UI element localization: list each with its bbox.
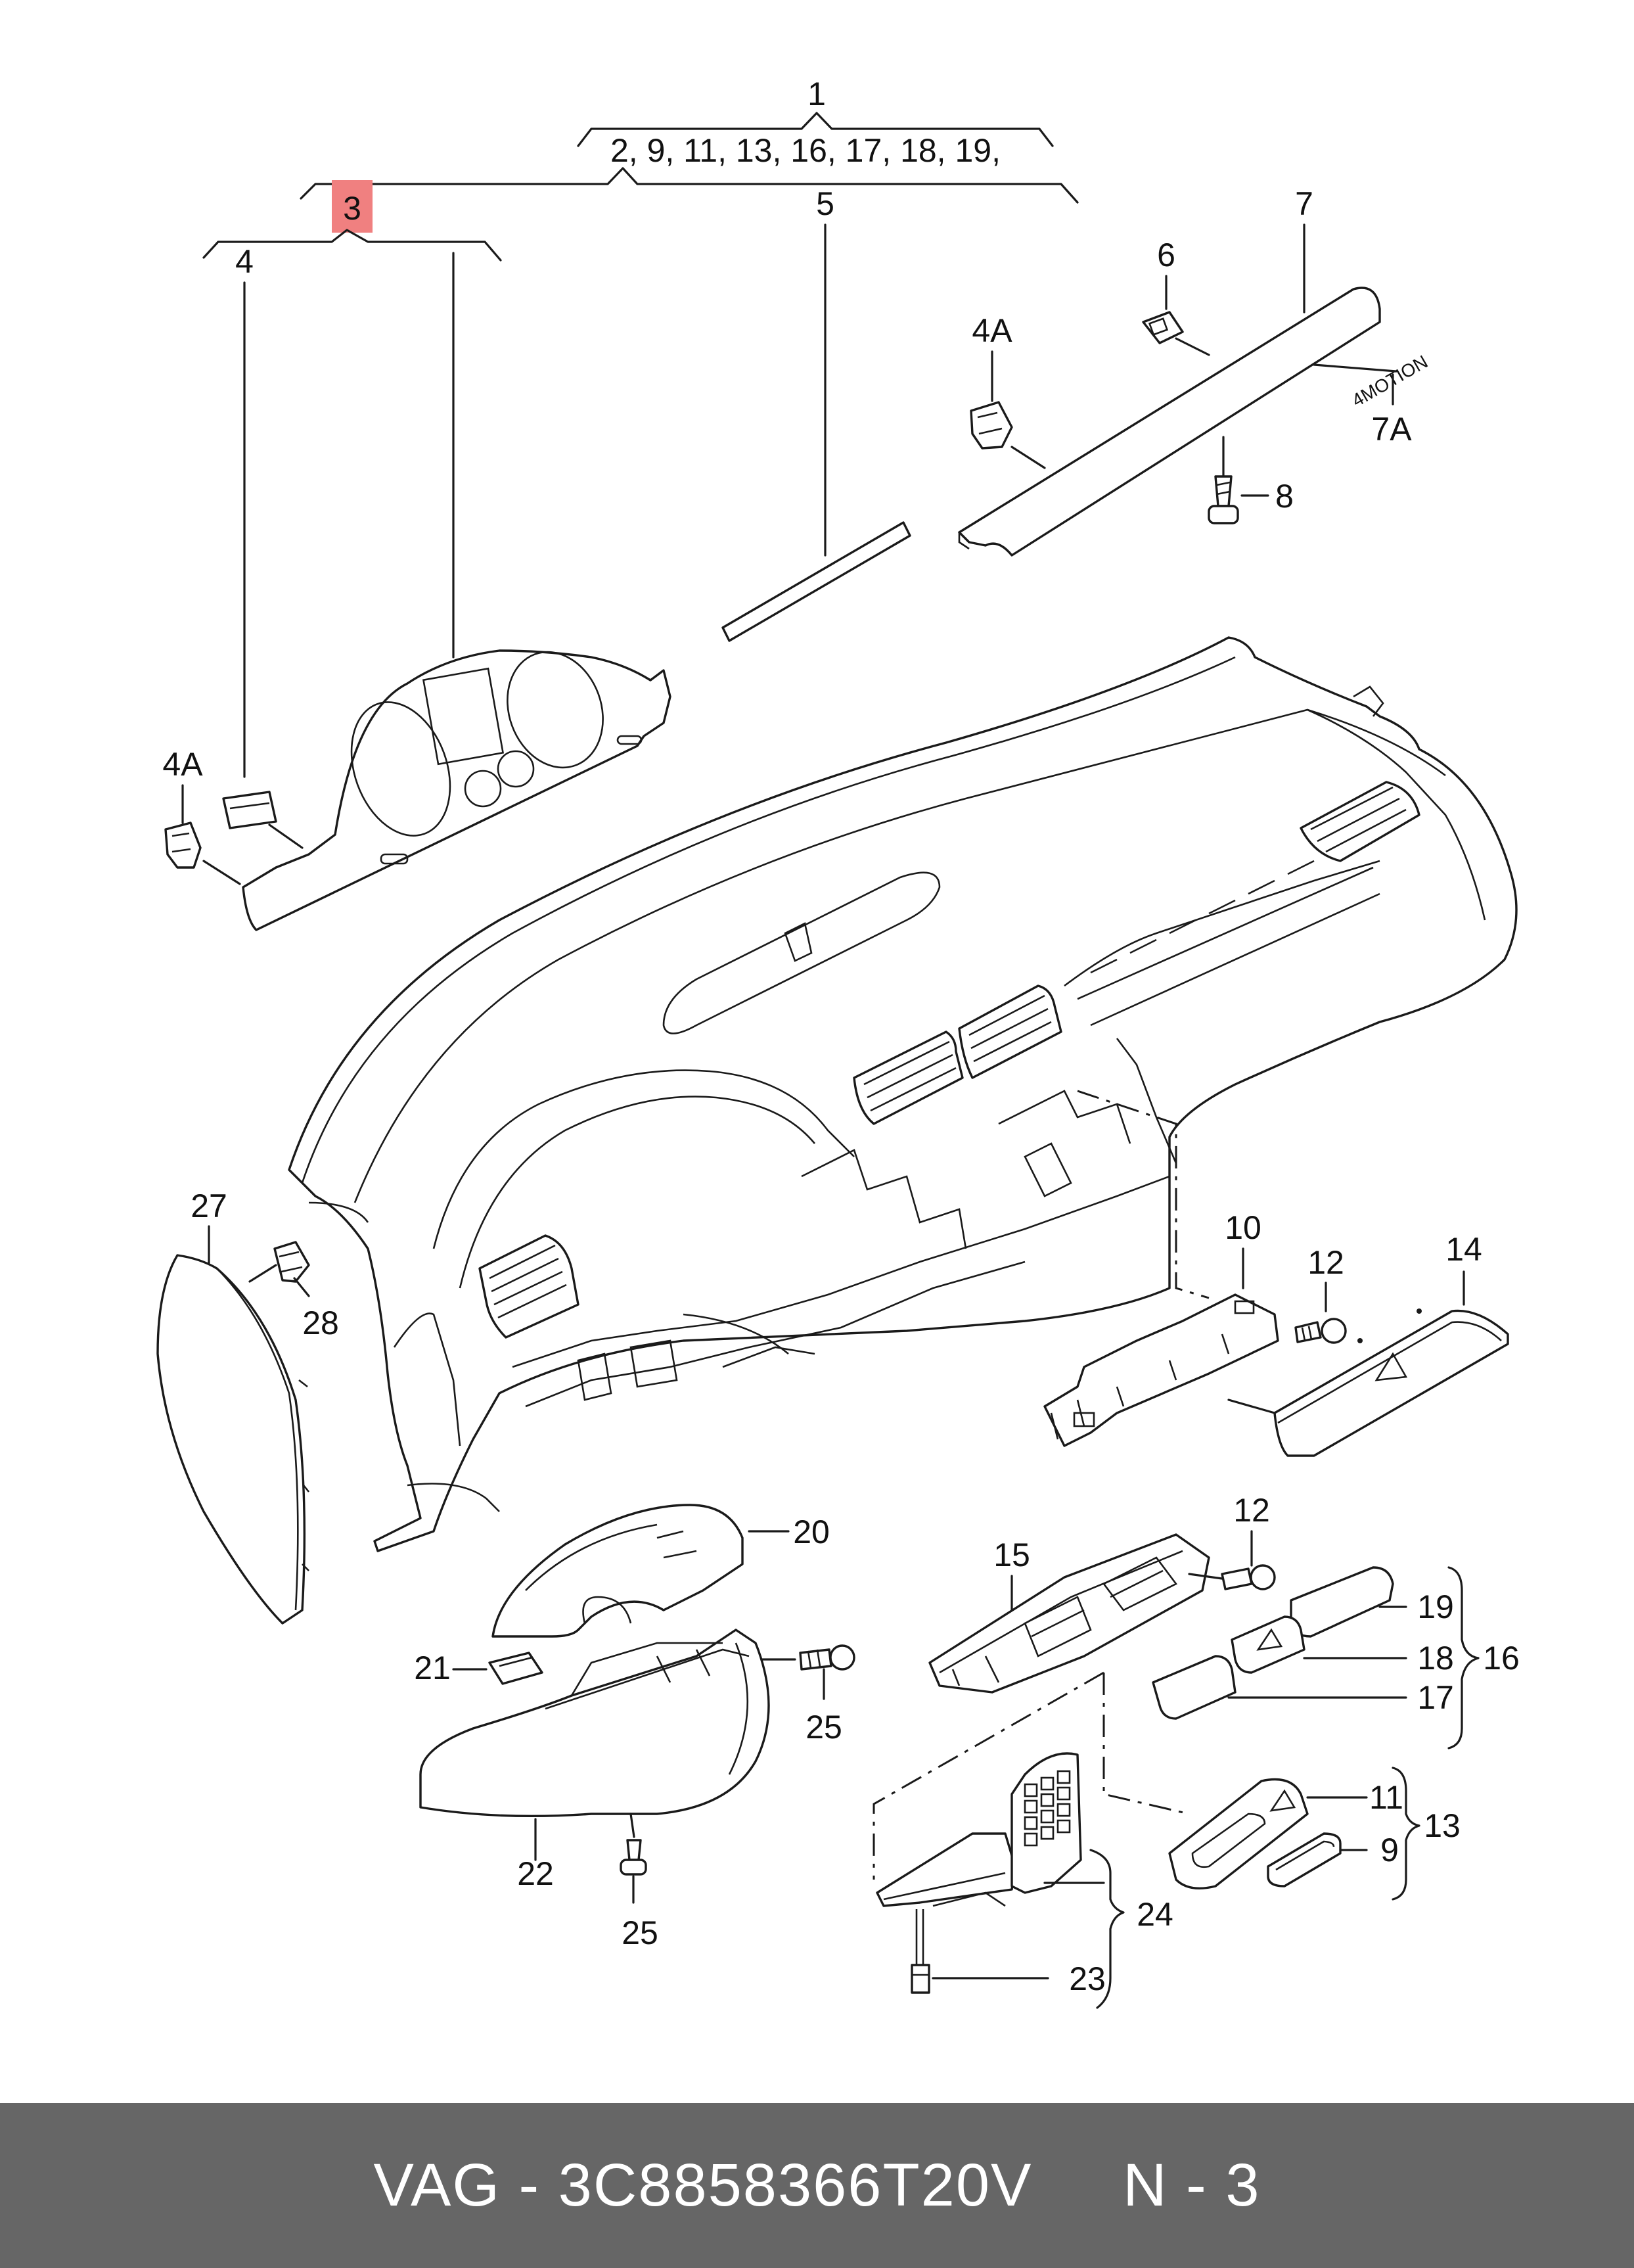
label-25-right: 25 bbox=[806, 1709, 842, 1746]
label-25-bottom: 25 bbox=[622, 1914, 658, 1951]
label-21: 21 bbox=[414, 1650, 451, 1686]
label-17: 17 bbox=[1417, 1679, 1454, 1716]
label-23: 23 bbox=[1069, 1960, 1106, 1997]
switch-cap-18 bbox=[1231, 1615, 1305, 1674]
switch-panel-11 bbox=[1168, 1778, 1309, 1890]
switch-cap-9 bbox=[1267, 1832, 1342, 1887]
label-4: 4 bbox=[235, 243, 254, 280]
clip-4a-top bbox=[970, 401, 1013, 450]
screw-25-bottom bbox=[620, 1813, 647, 1876]
label-4a-left: 4A bbox=[162, 746, 203, 783]
cluster-trim bbox=[242, 649, 671, 931]
label-27: 27 bbox=[191, 1188, 227, 1224]
clip-4a-left bbox=[164, 822, 202, 869]
switch-cap-17 bbox=[1152, 1655, 1237, 1720]
switch-cap-19 bbox=[1290, 1566, 1394, 1638]
bracket-10 bbox=[1043, 1293, 1279, 1447]
label-28: 28 bbox=[302, 1305, 339, 1341]
label-7a: 7A bbox=[1371, 411, 1412, 448]
label-12-mid: 12 bbox=[1233, 1492, 1270, 1529]
label-9: 9 bbox=[1380, 1832, 1399, 1868]
column-shroud-upper-20 bbox=[491, 1504, 744, 1638]
label-1: 1 bbox=[807, 76, 826, 112]
clip-6 bbox=[1142, 311, 1184, 344]
label-8: 8 bbox=[1275, 478, 1294, 515]
label-16: 16 bbox=[1483, 1640, 1520, 1677]
label-11: 11 bbox=[1369, 1779, 1403, 1816]
label-6: 6 bbox=[1157, 237, 1175, 273]
label-13: 13 bbox=[1424, 1807, 1461, 1844]
screw-12-top bbox=[1294, 1318, 1347, 1344]
keypad-grid bbox=[1024, 1770, 1071, 1847]
clip-28 bbox=[273, 1241, 310, 1283]
strip-5 bbox=[721, 521, 911, 642]
screw-25-right bbox=[761, 1644, 855, 1671]
label-3: 3 bbox=[343, 190, 361, 227]
label-22: 22 bbox=[517, 1855, 554, 1892]
label-19: 19 bbox=[1417, 1588, 1454, 1625]
switch-bracket-15 bbox=[928, 1533, 1210, 1694]
trim-strip-7 bbox=[958, 287, 1381, 557]
clip-4-left bbox=[222, 791, 277, 829]
clip-21 bbox=[488, 1652, 543, 1685]
screw-8 bbox=[1208, 436, 1239, 524]
footer-bar: VAG - 3C8858366T20V N - 3 bbox=[0, 2103, 1634, 2268]
label-group-3: 3 bbox=[202, 180, 502, 262]
label-7: 7 bbox=[1295, 185, 1313, 222]
screw-12-mid bbox=[1188, 1564, 1276, 1590]
label-7a-badge: 4MOTION bbox=[1348, 351, 1431, 411]
label-4a-top: 4A bbox=[972, 312, 1012, 349]
parts-diagram: 1 2, 9, 11, 13, 16, 17, 18, 19, 3 4 4A 5 bbox=[156, 76, 1520, 2009]
label-group-1: 1 2, 9, 11, 13, 16, 17, 18, 19, bbox=[300, 76, 1079, 204]
label-12-top: 12 bbox=[1307, 1244, 1344, 1281]
label-15: 15 bbox=[993, 1537, 1030, 1573]
column-shroud-lower-22 bbox=[419, 1629, 770, 1818]
label-24: 24 bbox=[1137, 1896, 1173, 1933]
label-18: 18 bbox=[1417, 1640, 1454, 1677]
part-number-caption: VAG - 3C8858366T20V N - 3 bbox=[373, 2152, 1261, 2219]
label-10: 10 bbox=[1225, 1209, 1261, 1246]
highlight-label-3 bbox=[332, 180, 373, 233]
label-1-subparts: 2, 9, 11, 13, 16, 17, 18, 19, bbox=[610, 132, 1001, 169]
label-14: 14 bbox=[1445, 1231, 1482, 1268]
dashboard bbox=[288, 636, 1518, 1552]
label-20: 20 bbox=[793, 1514, 830, 1550]
side-cover-27 bbox=[156, 1254, 310, 1625]
switch-panel-14 bbox=[1273, 1308, 1509, 1457]
label-5: 5 bbox=[816, 185, 834, 222]
connector-23 bbox=[911, 1909, 930, 1994]
